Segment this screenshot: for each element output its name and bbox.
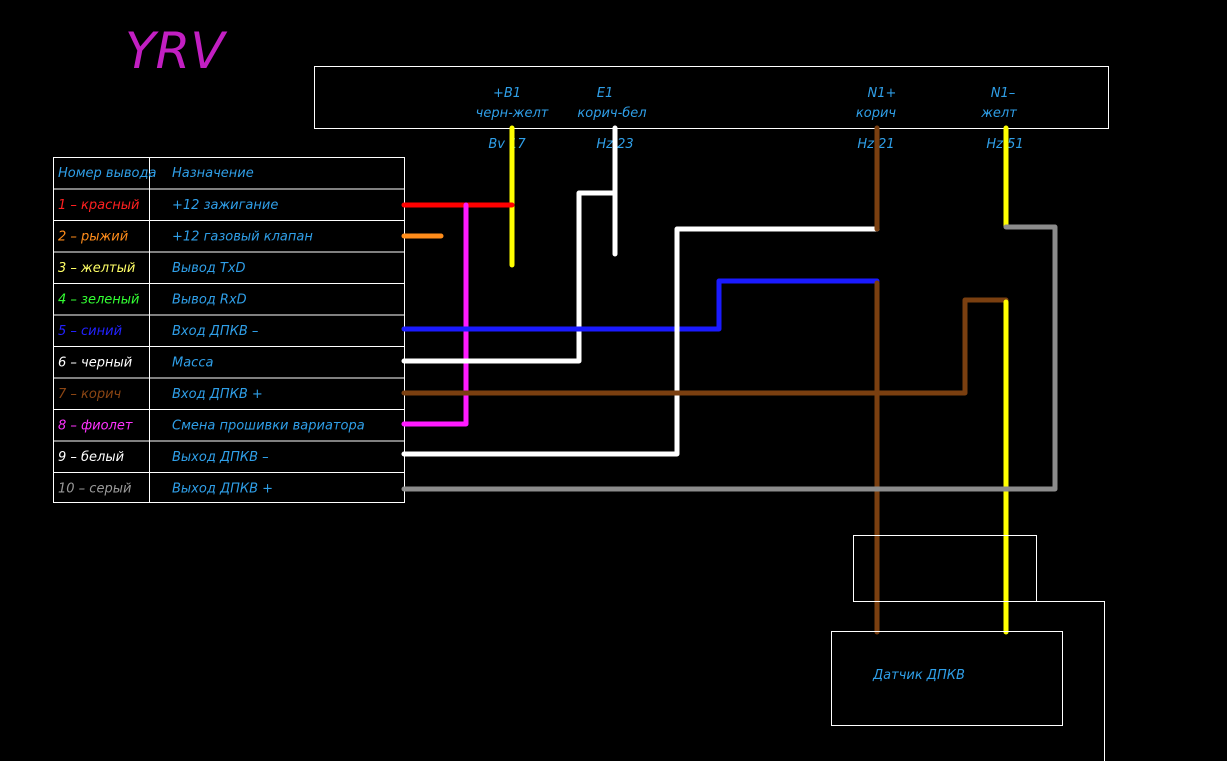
wire-white-ground: [401, 190, 618, 364]
diagram-title: YRV: [125, 22, 228, 80]
sensor-label: Датчик ДПКВ: [872, 668, 965, 683]
wire-grey-dpkv-out-plus: [401, 224, 1058, 492]
table-cell-purpose: Выход ДПКВ +: [172, 482, 273, 497]
pin-wire: корич-бел: [577, 106, 646, 121]
table-cell-purpose: Вход ДПКВ +: [172, 387, 263, 402]
pin-name: +B1: [493, 86, 521, 101]
table-cell-purpose: Масса: [172, 356, 213, 371]
table-cell-purpose: Вывод RxD: [172, 293, 247, 308]
table-cell-pin: 6 – черный: [58, 356, 132, 371]
connector-pin-b1: +B1 черн-желт Bv 17: [476, 86, 549, 152]
table-cell-purpose: +12 зажигание: [172, 198, 278, 213]
table-cell-purpose: Вывод TxD: [172, 261, 246, 276]
table-cell-pin: 1 – красный: [58, 198, 139, 213]
table-cell-pin: 9 – белый: [58, 450, 124, 465]
engine-outline: [1036, 601, 1105, 761]
ecu-connector-box: [314, 66, 1109, 129]
table-header-purpose: Назначение: [172, 166, 254, 181]
table-header-pin: Номер вывода: [58, 166, 156, 181]
table-cell-purpose: +12 газовый клапан: [172, 230, 313, 245]
table-cell-purpose: Смена прошивки вариатора: [172, 419, 365, 434]
table-cell-pin: 5 – синий: [58, 324, 122, 339]
table-cell-purpose: Вход ДПКВ –: [172, 324, 258, 339]
pin-name: E1: [597, 86, 614, 101]
connector-pin-n1-plus: N1+ корич Hz 21: [856, 86, 897, 152]
table-cell-purpose: Выход ДПКВ –: [172, 450, 269, 465]
pin-name: N1+: [868, 86, 897, 101]
pin-wire: корич: [856, 106, 897, 121]
pin-name: N1–: [991, 86, 1016, 101]
connector-pin-e1: E1 корич-бел Hz 23: [577, 86, 646, 152]
table-cell-pin: 4 – зеленый: [58, 293, 139, 308]
sensor-connector-box: [853, 535, 1037, 602]
wires-layer: [401, 125, 1058, 635]
sensor-box: [831, 631, 1063, 726]
connector-pin-n1-minus: N1– желт Hz 51: [980, 86, 1023, 152]
table-cell-pin: 10 – серый: [58, 482, 131, 497]
wire-brown-dpkv-in-plus: [401, 297, 1009, 396]
pin-code: Bv 17: [488, 137, 526, 152]
table-cell-pin: 3 – желтый: [58, 261, 135, 276]
table-cell-pin: 8 – фиолет: [58, 419, 133, 434]
pinout-table: Номер вывода Назначение 1 – красный +12 з…: [53, 157, 405, 503]
table-cell-pin: 2 – рыжий: [58, 230, 128, 245]
wire-magenta-firmware: [401, 202, 469, 427]
wire-white-dpkv-out-minus: [401, 226, 880, 457]
wire-blue-dpkv-in-minus: [401, 278, 880, 332]
pin-wire: желт: [980, 106, 1017, 121]
table-cell-pin: 7 – корич: [58, 387, 122, 402]
pin-wire: черн-желт: [476, 106, 549, 121]
